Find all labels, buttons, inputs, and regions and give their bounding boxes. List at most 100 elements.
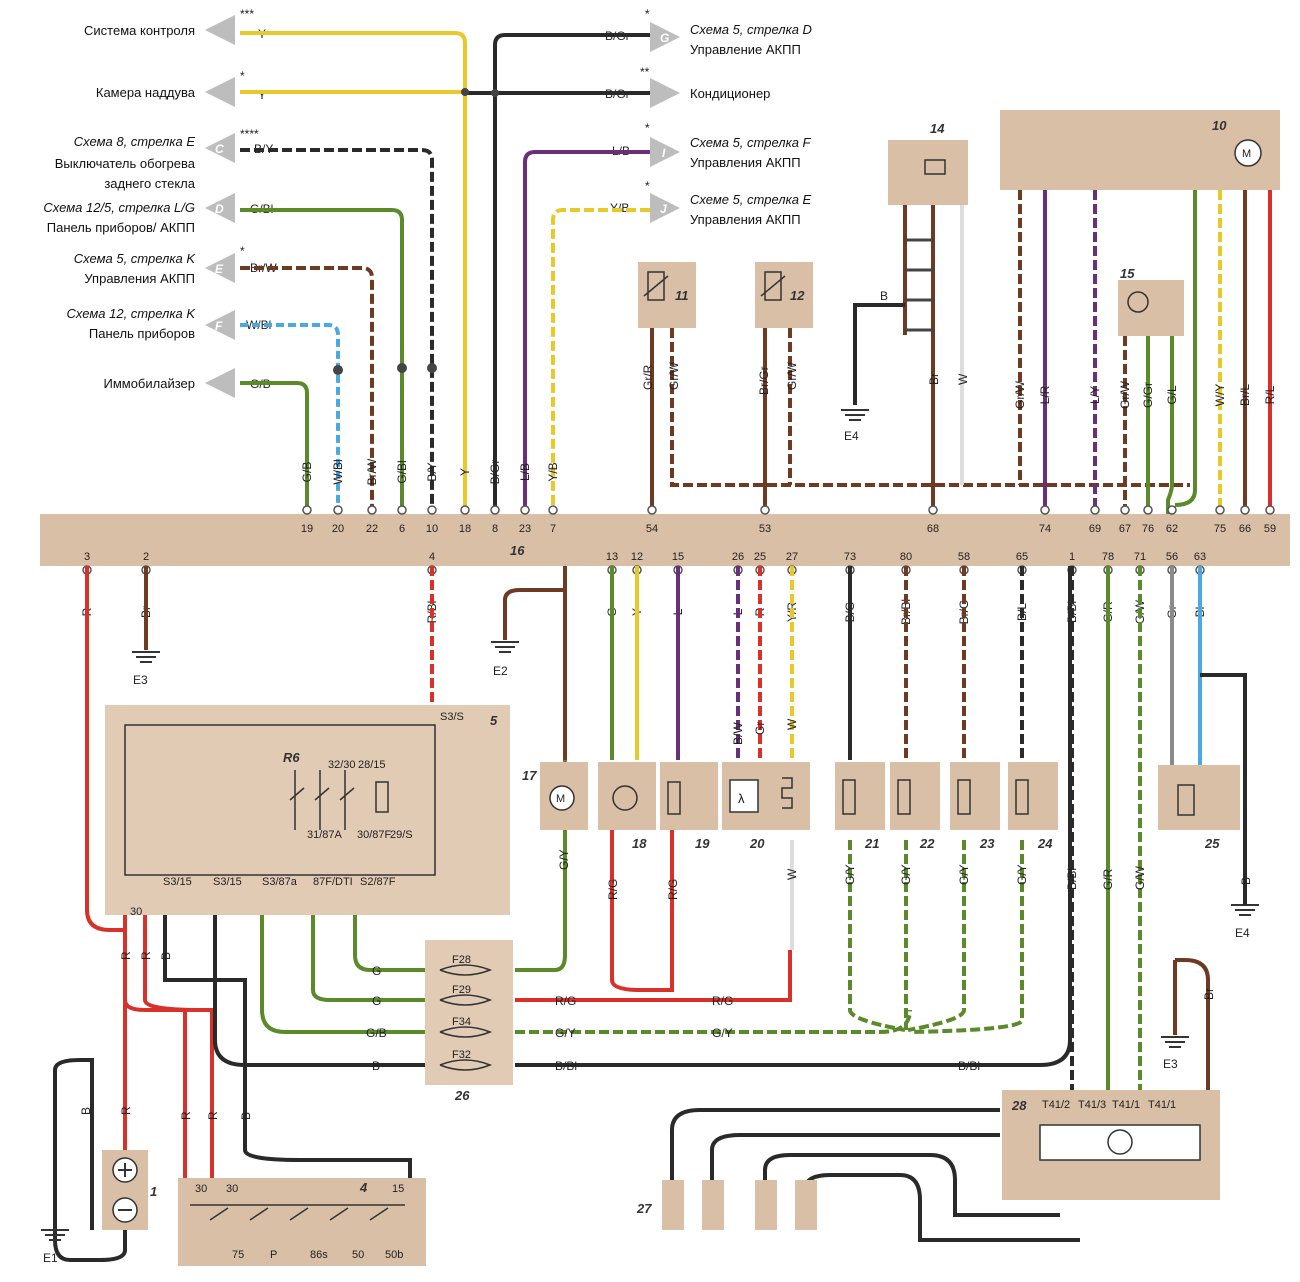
immo-terminal: T41/2: [1042, 1099, 1070, 1111]
relay-terminal: 29/S: [390, 829, 413, 841]
wire-g-b: [240, 381, 309, 514]
ground-icon: [1161, 1036, 1189, 1048]
connector-label: Иммобилайзер: [103, 376, 195, 391]
connector-stars: *: [240, 244, 245, 258]
wire-label: G/Y: [1015, 864, 1029, 885]
pin-terminal: [460, 505, 470, 515]
ecu-bottom-pin-number: 65: [1016, 551, 1028, 563]
arrow-icon: [650, 78, 680, 108]
right-connector-i: I Схема 5, стрелка F Управления АКПП * L…: [612, 121, 812, 170]
ecu-bottom-pin-number: 15: [672, 551, 684, 563]
left-connector-boost: Камера наддува * Y: [96, 69, 266, 107]
shield-lines: [905, 238, 935, 332]
ecu-bottom-pin-number: 26: [732, 551, 744, 563]
component-14: [888, 140, 968, 205]
switch-icon: [289, 770, 355, 830]
wire-b-gr: [493, 33, 650, 514]
pin-terminal: [367, 505, 377, 515]
ecu-bottom-pin-number: 4: [429, 551, 435, 563]
ground-e3-right: E3: [1161, 960, 1189, 1071]
arrow-icon: [205, 368, 235, 398]
fuse-box-number: 26: [454, 1088, 470, 1103]
wire-label: B: [239, 1112, 253, 1120]
connector-stars: ***: [240, 7, 254, 21]
component-15: [1118, 280, 1184, 336]
ground-label: E3: [133, 673, 148, 687]
relay-r6-label: R6: [283, 750, 300, 765]
thermistor-icon: [760, 271, 786, 301]
left-connector-d: D Схема 12/5, стрелка L/G Панель приборо…: [43, 193, 273, 235]
fuse-label: F28: [452, 954, 471, 966]
relay-5-number: 5: [490, 713, 498, 728]
wire-label: W: [785, 868, 799, 880]
connector-code: F: [215, 319, 223, 333]
sensor-19-box: [660, 762, 718, 830]
pin-terminal: [928, 505, 938, 515]
component-14-number: 14: [930, 121, 945, 136]
immobilizer-28: 28 T41/2 T41/3 T41/1 T41/1: [1002, 1090, 1220, 1200]
connector-code: E: [215, 262, 224, 276]
arrow-icon: [650, 137, 680, 167]
wire-label: R/G: [666, 879, 680, 900]
coil-icon: [897, 779, 911, 815]
wire-label: G/B: [366, 1026, 387, 1040]
arrow-icon: [205, 77, 235, 107]
wire-label: B/Bl: [1065, 868, 1079, 890]
wire-g-l-15: [1166, 336, 1174, 514]
ecu-top-pin-number: 54: [646, 523, 658, 535]
wire-br-e2: [503, 588, 565, 640]
heater-icon: [781, 777, 793, 809]
ecu-bottom-pin-number: 71: [1134, 551, 1146, 563]
ignition-terminal: 75: [232, 1249, 244, 1261]
wire-label: B: [159, 952, 173, 960]
pin-terminal: [397, 505, 407, 515]
wire-label: G/Y: [957, 864, 971, 885]
wire-label: B: [1239, 877, 1253, 885]
sensor-wires: [650, 328, 1190, 514]
connector-ref: Схема 5, стрелка K: [74, 251, 197, 266]
component-15-number: 15: [1120, 266, 1135, 281]
ecu-bottom-pin-number: 3: [84, 551, 90, 563]
ecu-bottom-pin-number: 78: [1102, 551, 1114, 563]
connector-code: C: [215, 142, 224, 156]
wire-w-bl: [240, 323, 340, 514]
sensor-25-box: [1158, 765, 1240, 830]
ground-e3-left: E3: [132, 651, 160, 687]
wire-label: R: [139, 951, 153, 960]
relay-bottom: S3/87a: [262, 876, 298, 888]
wire-r-g-20: [515, 950, 792, 1002]
top-panel: [0, 0, 915, 515]
ground-icon: [841, 409, 869, 421]
wire-label: G: [372, 964, 381, 978]
wire-label: G/W: [1133, 865, 1147, 890]
pin-terminal: [647, 505, 657, 515]
transistor-icon: [1107, 1129, 1133, 1155]
connector-ref: Схема 12/5, стрелка L/G: [43, 200, 195, 215]
wire-r-battery: [85, 566, 127, 1150]
ecu-top-pin-number: 19: [301, 523, 313, 535]
ecu-top-pin-number: 68: [927, 523, 939, 535]
wire-label: R: [179, 1111, 193, 1120]
arrow-icon: [205, 253, 235, 283]
pin-terminal: [1240, 505, 1250, 515]
ground-label: E4: [1235, 926, 1250, 940]
relay-terminal: 31/87A: [307, 829, 343, 841]
component-10: [1000, 110, 1280, 190]
connector-ref: Схема 8, стрелка E: [74, 134, 196, 149]
wire-g-bl: [240, 208, 404, 514]
pin-terminal: [1143, 505, 1153, 515]
wire-label: W: [956, 373, 970, 385]
relay-outline: [124, 724, 436, 876]
fuse-icon: [439, 964, 493, 976]
ecu-top-pin-number: 53: [759, 523, 771, 535]
ecu-top-pin-number: 62: [1166, 523, 1178, 535]
left-connector-immobilizer: Иммобилайзер G/B: [103, 368, 271, 398]
connector-ref: Схема 5, стрелка D: [690, 22, 812, 37]
ground-label: E1: [43, 1251, 58, 1265]
ecu-top-pin-number: 18: [459, 523, 471, 535]
ground-e4-top: E4: [841, 409, 869, 443]
pin-terminal: [1167, 505, 1177, 515]
connector-code: D: [215, 202, 224, 216]
top-right-wire-label: L/Y: [1088, 386, 1102, 404]
wire-g-y-injectors: [848, 840, 1024, 1034]
